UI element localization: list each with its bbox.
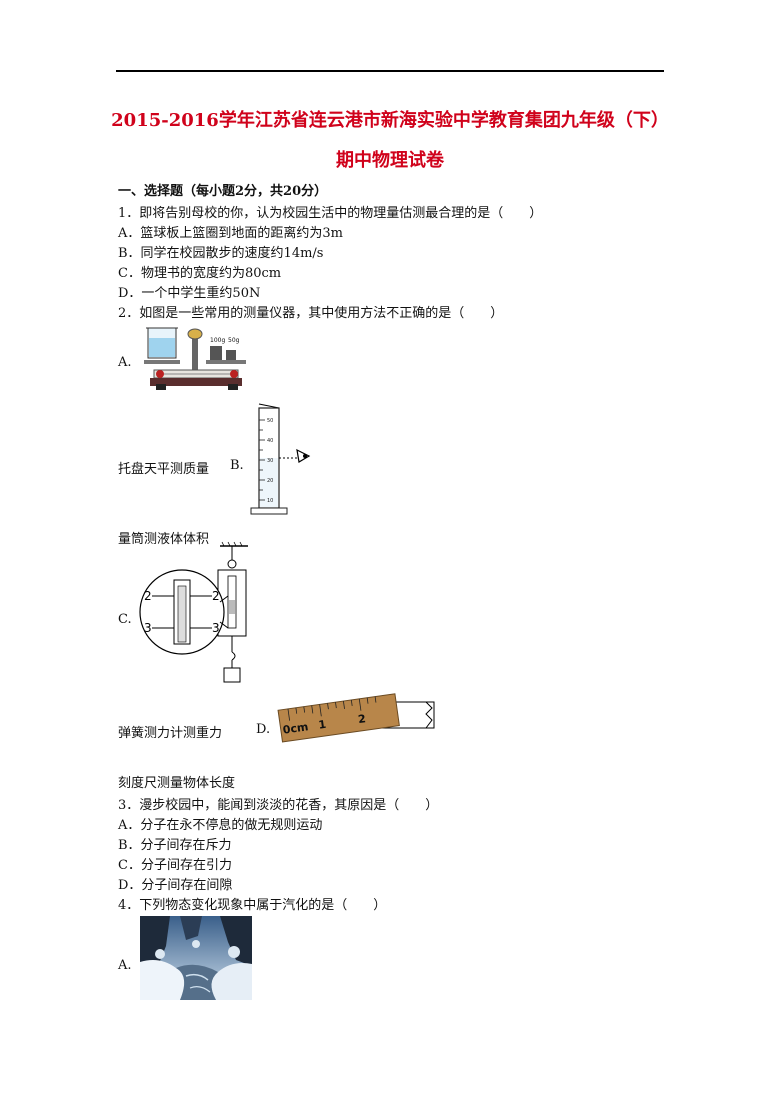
question-4-label-a: A. xyxy=(118,958,132,973)
section-heading: 一、选择题（每小题2分，共20分） xyxy=(118,184,328,199)
question-1-option-a: A．篮球板上篮圈到地面的距离约为3m xyxy=(118,226,343,241)
question-3-option-c: C．分子间存在引力 xyxy=(118,858,232,873)
question-1-stem: 1．即将告别母校的你，认为校园生活中的物理量估测最合理的是（ ） xyxy=(118,206,543,221)
question-2-label-a: A. xyxy=(118,355,132,370)
ruler-figure: 0cm 1 2 xyxy=(277,693,435,743)
cylinder-tick-10: 10 xyxy=(267,498,273,504)
question-2-label-c: C. xyxy=(118,612,132,627)
ruler-tick-2: 2 xyxy=(357,712,366,726)
spring-tick-3-right: 3 xyxy=(212,621,220,635)
balance-figure: 100g 50g xyxy=(144,327,246,390)
question-3-option-a: A．分子在永不停息的做无规则运动 xyxy=(118,818,323,833)
question-1-option-d: D．一个中学生重约50N xyxy=(118,286,261,301)
page-title: 2015-2016学年江苏省连云港市新海实验中学教育集团九年级（下） xyxy=(111,110,669,131)
question-3-option-b: B．分子间存在斥力 xyxy=(118,838,232,853)
cylinder-tick-50: 50 xyxy=(267,418,273,424)
question-2-caption-a: 托盘天平测质量 xyxy=(118,462,210,477)
weight-label-50g: 50g xyxy=(228,337,240,344)
spring-tick-2-right: 2 xyxy=(212,589,220,603)
question-2-caption-d: 刻度尺测量物体长度 xyxy=(118,776,236,791)
ruler-tick-1: 1 xyxy=(318,718,327,732)
cylinder-tick-30: 30 xyxy=(267,458,273,464)
question-4-stem: 4．下列物态变化现象中属于汽化的是（ ） xyxy=(118,898,387,913)
question-2-label-d: D. xyxy=(256,722,271,737)
question-2-label-b: B. xyxy=(230,458,244,473)
question-3-option-d: D．分子间存在间隙 xyxy=(118,878,233,893)
spring-tick-2-left: 2 xyxy=(144,589,152,603)
spring-scale-figure: 2 2 3 3 xyxy=(139,541,248,683)
cylinder-tick-20: 20 xyxy=(267,478,273,484)
question-1-option-b: B．同学在校园散步的速度约14m/s xyxy=(118,246,324,261)
question-3-stem: 3．漫步校园中，能闻到淡淡的花香，其原因是（ ） xyxy=(118,798,439,813)
page-subtitle: 期中物理试卷 xyxy=(336,150,444,171)
question-1-option-c: C．物理书的宽度约为80cm xyxy=(118,266,282,281)
header-rule xyxy=(116,70,664,72)
weight-label-100g: 100g xyxy=(210,337,225,344)
graduated-cylinder-figure: 50 40 30 20 10 xyxy=(250,403,311,515)
question-2-stem: 2．如图是一些常用的测量仪器，其中使用方法不正确的是（ ） xyxy=(118,306,504,321)
question-2-caption-c: 弹簧测力计测重力 xyxy=(118,726,223,741)
spring-tick-3-left: 3 xyxy=(144,621,152,635)
snowy-stream-photo xyxy=(140,916,252,1000)
ruler-tick-0cm: 0cm xyxy=(282,720,309,736)
question-2-caption-b: 量筒测液体体积 xyxy=(118,532,210,547)
cylinder-tick-40: 40 xyxy=(267,438,273,444)
